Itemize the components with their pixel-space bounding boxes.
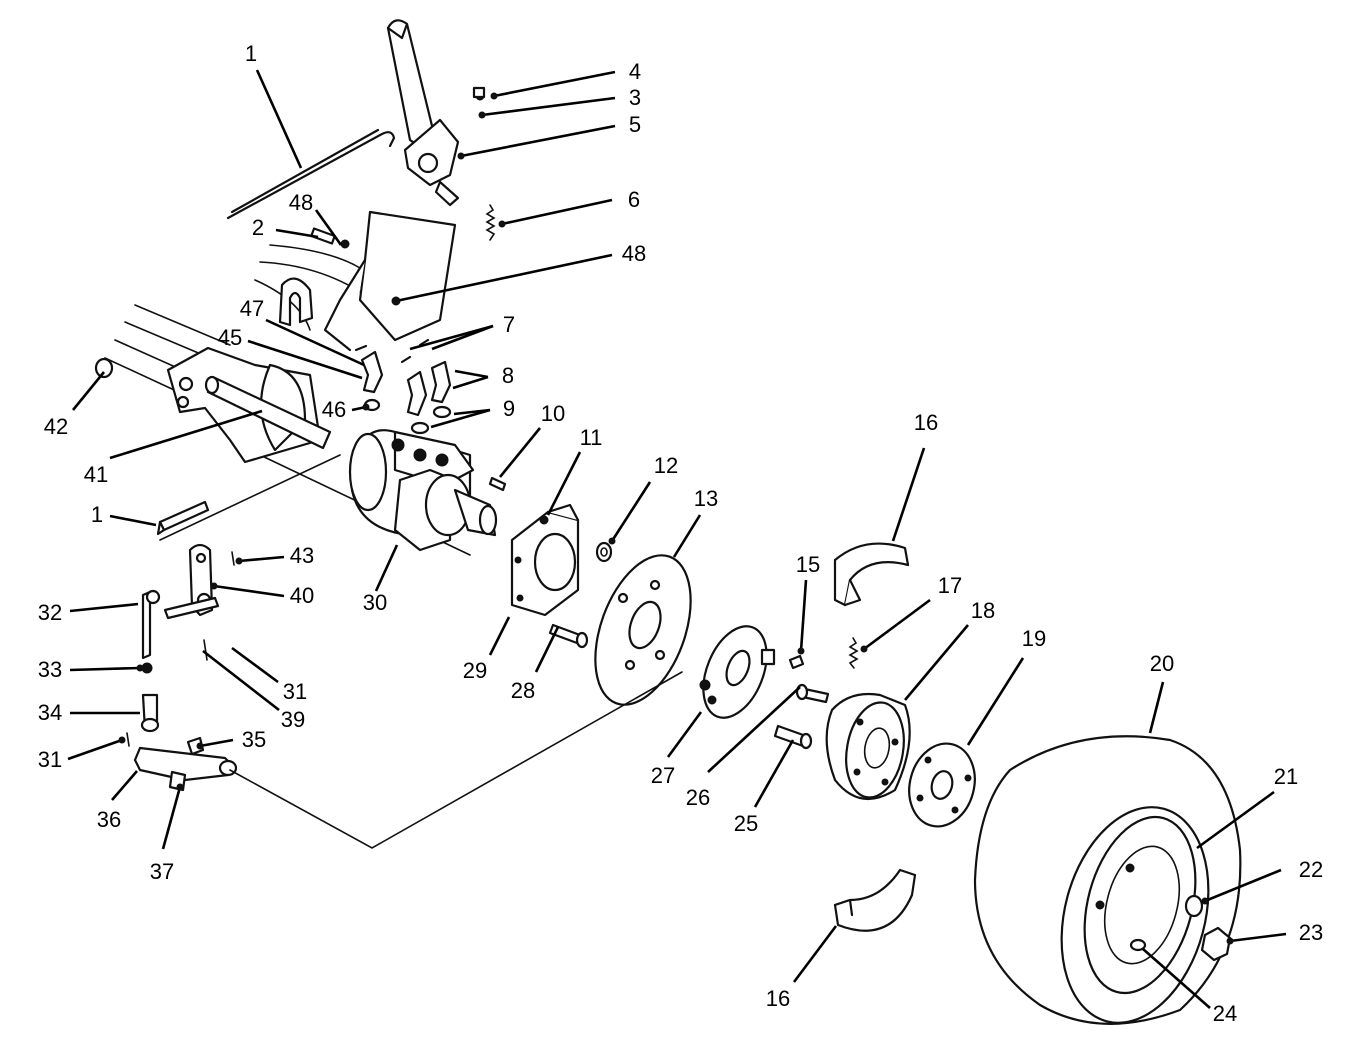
key-10 (488, 476, 507, 492)
callout-39: 39 (281, 707, 305, 732)
callout-40: 40 (290, 583, 314, 608)
bolt-2 (310, 227, 350, 249)
callout-32: 32 (38, 600, 62, 625)
callout-3: 3 (629, 85, 641, 110)
callout-45: 45 (218, 325, 242, 350)
hub-27 (699, 625, 776, 719)
callout-34: 34 (38, 700, 62, 725)
bolt-28 (548, 623, 589, 649)
callout-31: 31 (38, 747, 62, 772)
spring-17 (848, 637, 859, 669)
callout-43: 43 (290, 543, 314, 568)
brake-linkage (126, 500, 238, 792)
lug-nut-22 (1184, 894, 1204, 918)
callout-23: 23 (1299, 920, 1323, 945)
pin-11 (539, 515, 549, 525)
callout-27: 27 (651, 763, 675, 788)
callout-4: 4 (629, 59, 641, 84)
callout-2: 2 (252, 215, 264, 240)
brake-disc (594, 554, 692, 706)
callout-30: 30 (363, 590, 387, 615)
callout-19: 19 (1022, 626, 1046, 651)
callout-15: 15 (796, 552, 820, 577)
control-lever (386, 19, 486, 207)
callout-8: 8 (502, 363, 514, 388)
callout-13: 13 (694, 486, 718, 511)
callout-1: 1 (245, 41, 257, 66)
washer-12 (595, 541, 613, 563)
brake-cable-line (229, 671, 683, 849)
callout-36: 36 (97, 807, 121, 832)
stud-25 (773, 724, 813, 750)
callout-1: 1 (91, 502, 103, 527)
callout-12: 12 (654, 453, 678, 478)
hydraulic-fittings (354, 338, 452, 435)
callout-9: 9 (503, 396, 515, 421)
parts-layer (94, 19, 1242, 1025)
callout-11: 11 (580, 425, 603, 450)
callout-25: 25 (734, 811, 758, 836)
callout-47: 47 (240, 296, 264, 321)
callout-48: 48 (289, 190, 313, 215)
wheel-hub (908, 742, 976, 828)
brake-drum (825, 692, 911, 800)
callout-17: 17 (938, 573, 962, 598)
callout-42: 42 (44, 414, 68, 439)
brake-shoe-top (833, 542, 910, 607)
spring-6 (485, 204, 496, 241)
callout-labels: 1 2 3 4 5 6 48 48 7 8 9 10 11 12 13 16 1… (38, 41, 1323, 1026)
callout-16: 16 (766, 986, 790, 1011)
callout-26: 26 (686, 785, 710, 810)
axle-shaft (204, 375, 332, 450)
axle-nut-23 (1200, 926, 1232, 962)
callout-22: 22 (1299, 857, 1323, 882)
callout-33: 33 (38, 657, 62, 682)
frame-lines (104, 244, 471, 556)
callout-28: 28 (511, 678, 535, 703)
screw-15 (788, 654, 805, 670)
callout-35: 35 (242, 727, 266, 752)
callout-24: 24 (1213, 1001, 1237, 1026)
callout-29: 29 (463, 658, 487, 683)
callout-10: 10 (541, 401, 565, 426)
callout-46: 46 (322, 397, 346, 422)
callout-31: 31 (283, 679, 307, 704)
callout-48: 48 (622, 241, 646, 266)
callout-41: 41 (84, 462, 108, 487)
callout-6: 6 (628, 187, 640, 212)
callout-20: 20 (1150, 651, 1174, 676)
hydraulic-motor (348, 429, 498, 552)
callout-5: 5 (629, 112, 641, 137)
tire (973, 735, 1242, 1025)
callout-37: 37 (150, 859, 174, 884)
callout-21: 21 (1274, 764, 1298, 789)
bolt-26 (795, 683, 830, 704)
mount-plate (323, 210, 457, 352)
control-rod (226, 128, 396, 220)
caliper-bracket (510, 503, 580, 617)
callout-7: 7 (503, 312, 515, 337)
brake-shoe-bottom (833, 868, 917, 932)
leader-lines (67, 69, 1287, 1009)
callout-18: 18 (971, 598, 995, 623)
leader-dots (118, 92, 1234, 945)
nut-42 (94, 357, 114, 379)
callout-16: 16 (914, 410, 938, 435)
u-bracket (278, 277, 314, 327)
